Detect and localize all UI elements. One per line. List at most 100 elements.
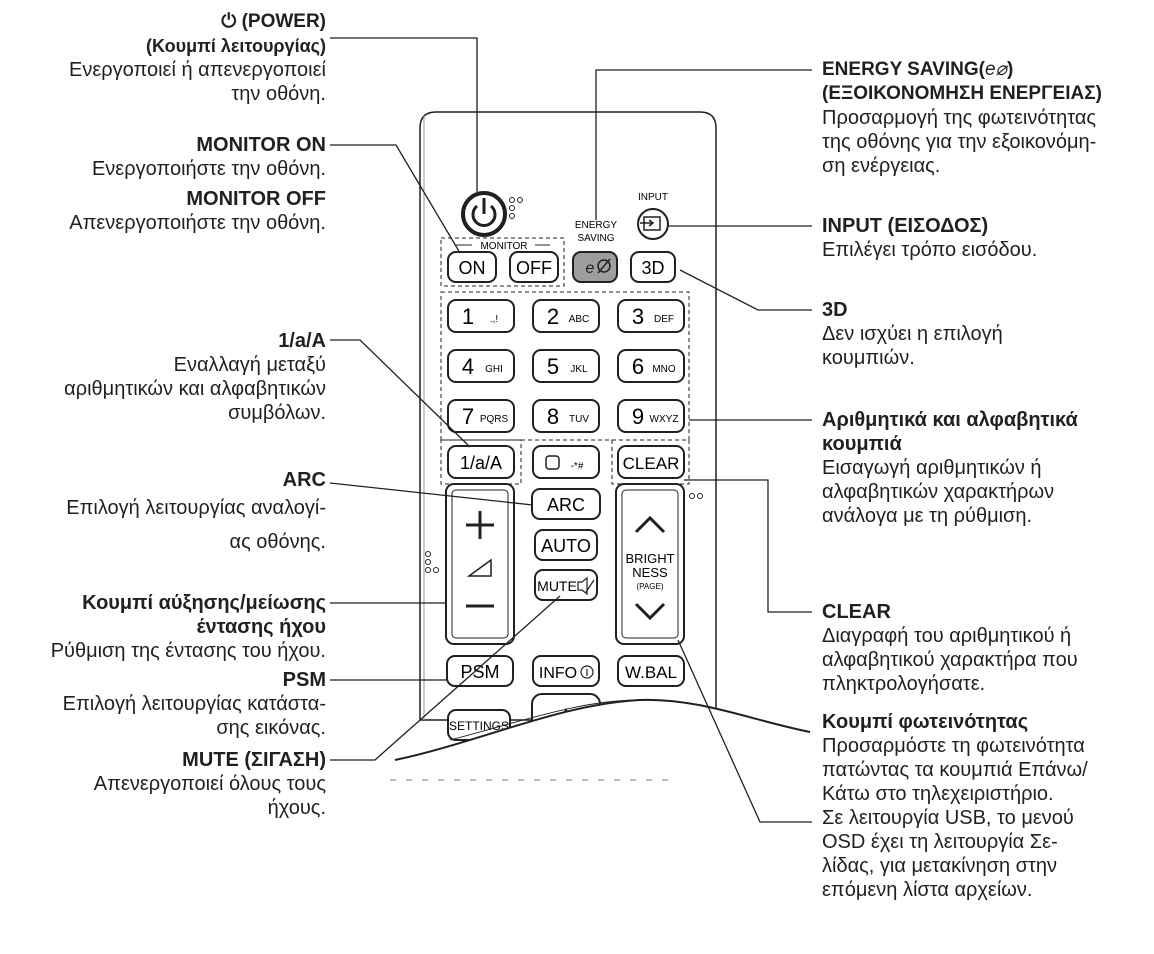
monitor-label-block: MONITOR ON Ενεργοποιήστε την οθόνη. MONI… <box>10 133 326 235</box>
svg-text:1/a/A: 1/a/A <box>460 453 502 473</box>
svg-text:PSM: PSM <box>460 662 499 682</box>
svg-text:NESS: NESS <box>632 565 668 580</box>
svg-text:e: e <box>586 260 595 277</box>
brightness-desc-1: Προσαρμόστε τη φωτεινότητα <box>822 735 1085 757</box>
svg-text:3D: 3D <box>641 258 664 278</box>
one-a-a-button[interactable]: 1/a/A <box>447 445 515 479</box>
number-zero-button[interactable]: -*# <box>532 445 600 479</box>
brightness-desc-6: λίδας, για μετακίνηση στην <box>822 855 1058 877</box>
energy-saving-title-1: ENERGY SAVING(e⌀) <box>822 59 1014 80</box>
clear-desc-2: αλφαβητικού χαρακτήρα που <box>822 649 1078 671</box>
power-label-block: ⏻ (POWER) (Κουμπί λειτουργίας) Ενεργοποι… <box>10 10 326 106</box>
info-button[interactable]: INFO <box>532 655 600 687</box>
number-key-digit: 4 <box>462 354 474 379</box>
arc-desc-2: ας οθόνης. <box>229 531 326 553</box>
clear-desc-3: πληκτρολογήσατε. <box>822 673 986 695</box>
power-title: ⏻ (POWER) <box>221 11 326 32</box>
three-d-desc-2: κουμπιών. <box>822 347 915 369</box>
power-desc-2: την οθόνη. <box>231 83 326 105</box>
monitor-on-title: MONITOR ON <box>196 134 326 156</box>
psm-button[interactable]: PSM <box>446 655 514 687</box>
number-key-digit: 7 <box>462 404 474 429</box>
energy-saving-desc-3: ση ενέργειας. <box>822 155 941 177</box>
three-d-button[interactable]: 3D <box>630 251 676 283</box>
clear-button[interactable]: CLEAR <box>617 445 685 479</box>
monitor-off-button[interactable]: OFF <box>509 251 559 283</box>
arc-desc-1: Επιλογή λειτουργίας αναλογί- <box>66 497 326 519</box>
clear-title: CLEAR <box>822 601 891 623</box>
number-key-digit: 3 <box>632 304 644 329</box>
energy-saving-bottom-label: SAVING <box>577 233 614 244</box>
power-subtitle: (Κουμπί λειτουργίας) <box>146 36 326 56</box>
svg-text:OFF: OFF <box>516 258 552 278</box>
energy-saving-top-label: ENERGY <box>575 220 618 231</box>
svg-text:BRIGHT: BRIGHT <box>625 551 674 566</box>
volume-title-1: Κουμπί αύξησης/μείωσης <box>82 592 326 614</box>
brightness-label-block: Κουμπί φωτεινότητας Προσαρμόστε τη φωτει… <box>822 710 1152 902</box>
one-a-desc-2: αριθμητικών και αλφαβητικών <box>64 378 326 400</box>
arc-button[interactable]: ARC <box>531 488 601 520</box>
brightness-desc-7: επόμενη λίστα αρχείων. <box>822 879 1033 901</box>
brightness-title: Κουμπί φωτεινότητας <box>822 711 1029 733</box>
one-a-desc-1: Εναλλαγή μεταξύ <box>173 354 326 376</box>
input-title: INPUT (ΕΙΣΟΔΟΣ) <box>822 215 989 237</box>
number-4-button[interactable]: 4 GHI <box>447 349 515 383</box>
svg-text:ARC: ARC <box>547 495 585 515</box>
volume-label-block: Κουμπί αύξησης/μείωσης έντασης ήχου Ρύθμ… <box>10 591 326 663</box>
number-key-letters: MNO <box>652 364 676 375</box>
monitor-on-desc: Ενεργοποιήστε την οθόνη. <box>91 158 326 180</box>
clear-desc-1: Διαγραφή του αριθμητικού ή <box>822 625 1072 647</box>
brightness-desc-5: OSD έχει τη λειτουργία Σε- <box>822 831 1058 853</box>
number-key-letters: GHI <box>485 364 503 375</box>
psm-desc-1: Επιλογή λειτουργίας κατάστα- <box>62 693 326 715</box>
input-desc: Επιλέγει τρόπο εισόδου. <box>822 239 1038 261</box>
numeric-desc-3: ανάλογα με τη ρύθμιση. <box>822 505 1033 527</box>
one-a-title: 1/a/A <box>278 330 326 352</box>
brightness-desc-3: Κάτω στο τηλεχειριστήριο. <box>822 783 1054 805</box>
energy-saving-button[interactable]: e <box>572 251 618 283</box>
psm-title: PSM <box>282 669 326 691</box>
one-a-label-block: 1/a/A Εναλλαγή μεταξύ αριθμητικών και αλ… <box>10 329 326 425</box>
brightness-rocker[interactable]: BRIGHT NESS (PAGE) <box>615 483 685 645</box>
leader-lines <box>329 37 812 823</box>
energy-saving-label-block: ENERGY SAVING(e⌀) (ΕΞΟΙΚΟΝΟΜΗΣΗ ΕΝΕΡΓΕΙΑ… <box>822 58 1152 178</box>
numeric-label-block: Αριθμητικά και αλφαβητικά κουμπιά Εισαγω… <box>822 408 1152 528</box>
volume-title-2: έντασης ήχου <box>196 616 326 638</box>
number-key-letters: WXYZ <box>650 414 679 425</box>
monitor-off-desc: Απενεργοποιήστε την οθόνη. <box>69 212 326 234</box>
one-a-desc-3: συμβόλων. <box>228 402 326 424</box>
monitor-on-button[interactable]: ON <box>447 251 497 283</box>
svg-text:-*#: -*# <box>571 461 584 472</box>
number-key-digit: 5 <box>547 354 559 379</box>
input-button[interactable] <box>637 208 669 240</box>
mute-desc-1: Απενεργοποιεί όλους τους <box>93 773 326 795</box>
number-1-button[interactable]: 1.,! <box>447 299 515 333</box>
svg-text:SETTINGS: SETTINGS <box>449 719 509 733</box>
svg-text:MUTE: MUTE <box>537 578 577 594</box>
number-key-letters: ABC <box>569 314 590 325</box>
three-d-desc-1: Δεν ισχύει η επιλογή <box>822 323 1003 345</box>
mute-desc-2: ήχους. <box>267 797 326 819</box>
auto-button[interactable]: AUTO <box>534 529 598 561</box>
wbal-button[interactable]: W.BAL <box>617 655 685 687</box>
numeric-title-2: κουμπιά <box>822 433 902 455</box>
number-key-letters: TUV <box>569 414 589 425</box>
arc-label-block: ARC Επιλογή λειτουργίας αναλογί- ας οθόν… <box>10 468 326 554</box>
number-5-button[interactable]: 5 JKL <box>532 349 600 383</box>
input-label: INPUT <box>638 192 668 203</box>
indicator-dots <box>509 197 523 219</box>
number-key-letters: JKL <box>570 364 588 375</box>
input-label-block: INPUT (ΕΙΣΟΔΟΣ) Επιλέγει τρόπο εισόδου. <box>822 214 1152 262</box>
power-button[interactable] <box>461 191 507 237</box>
numeric-desc-2: αλφαβητικών χαρακτήρων <box>822 481 1055 503</box>
mute-button[interactable]: MUTE <box>534 569 598 601</box>
volume-rocker[interactable] <box>445 483 515 645</box>
